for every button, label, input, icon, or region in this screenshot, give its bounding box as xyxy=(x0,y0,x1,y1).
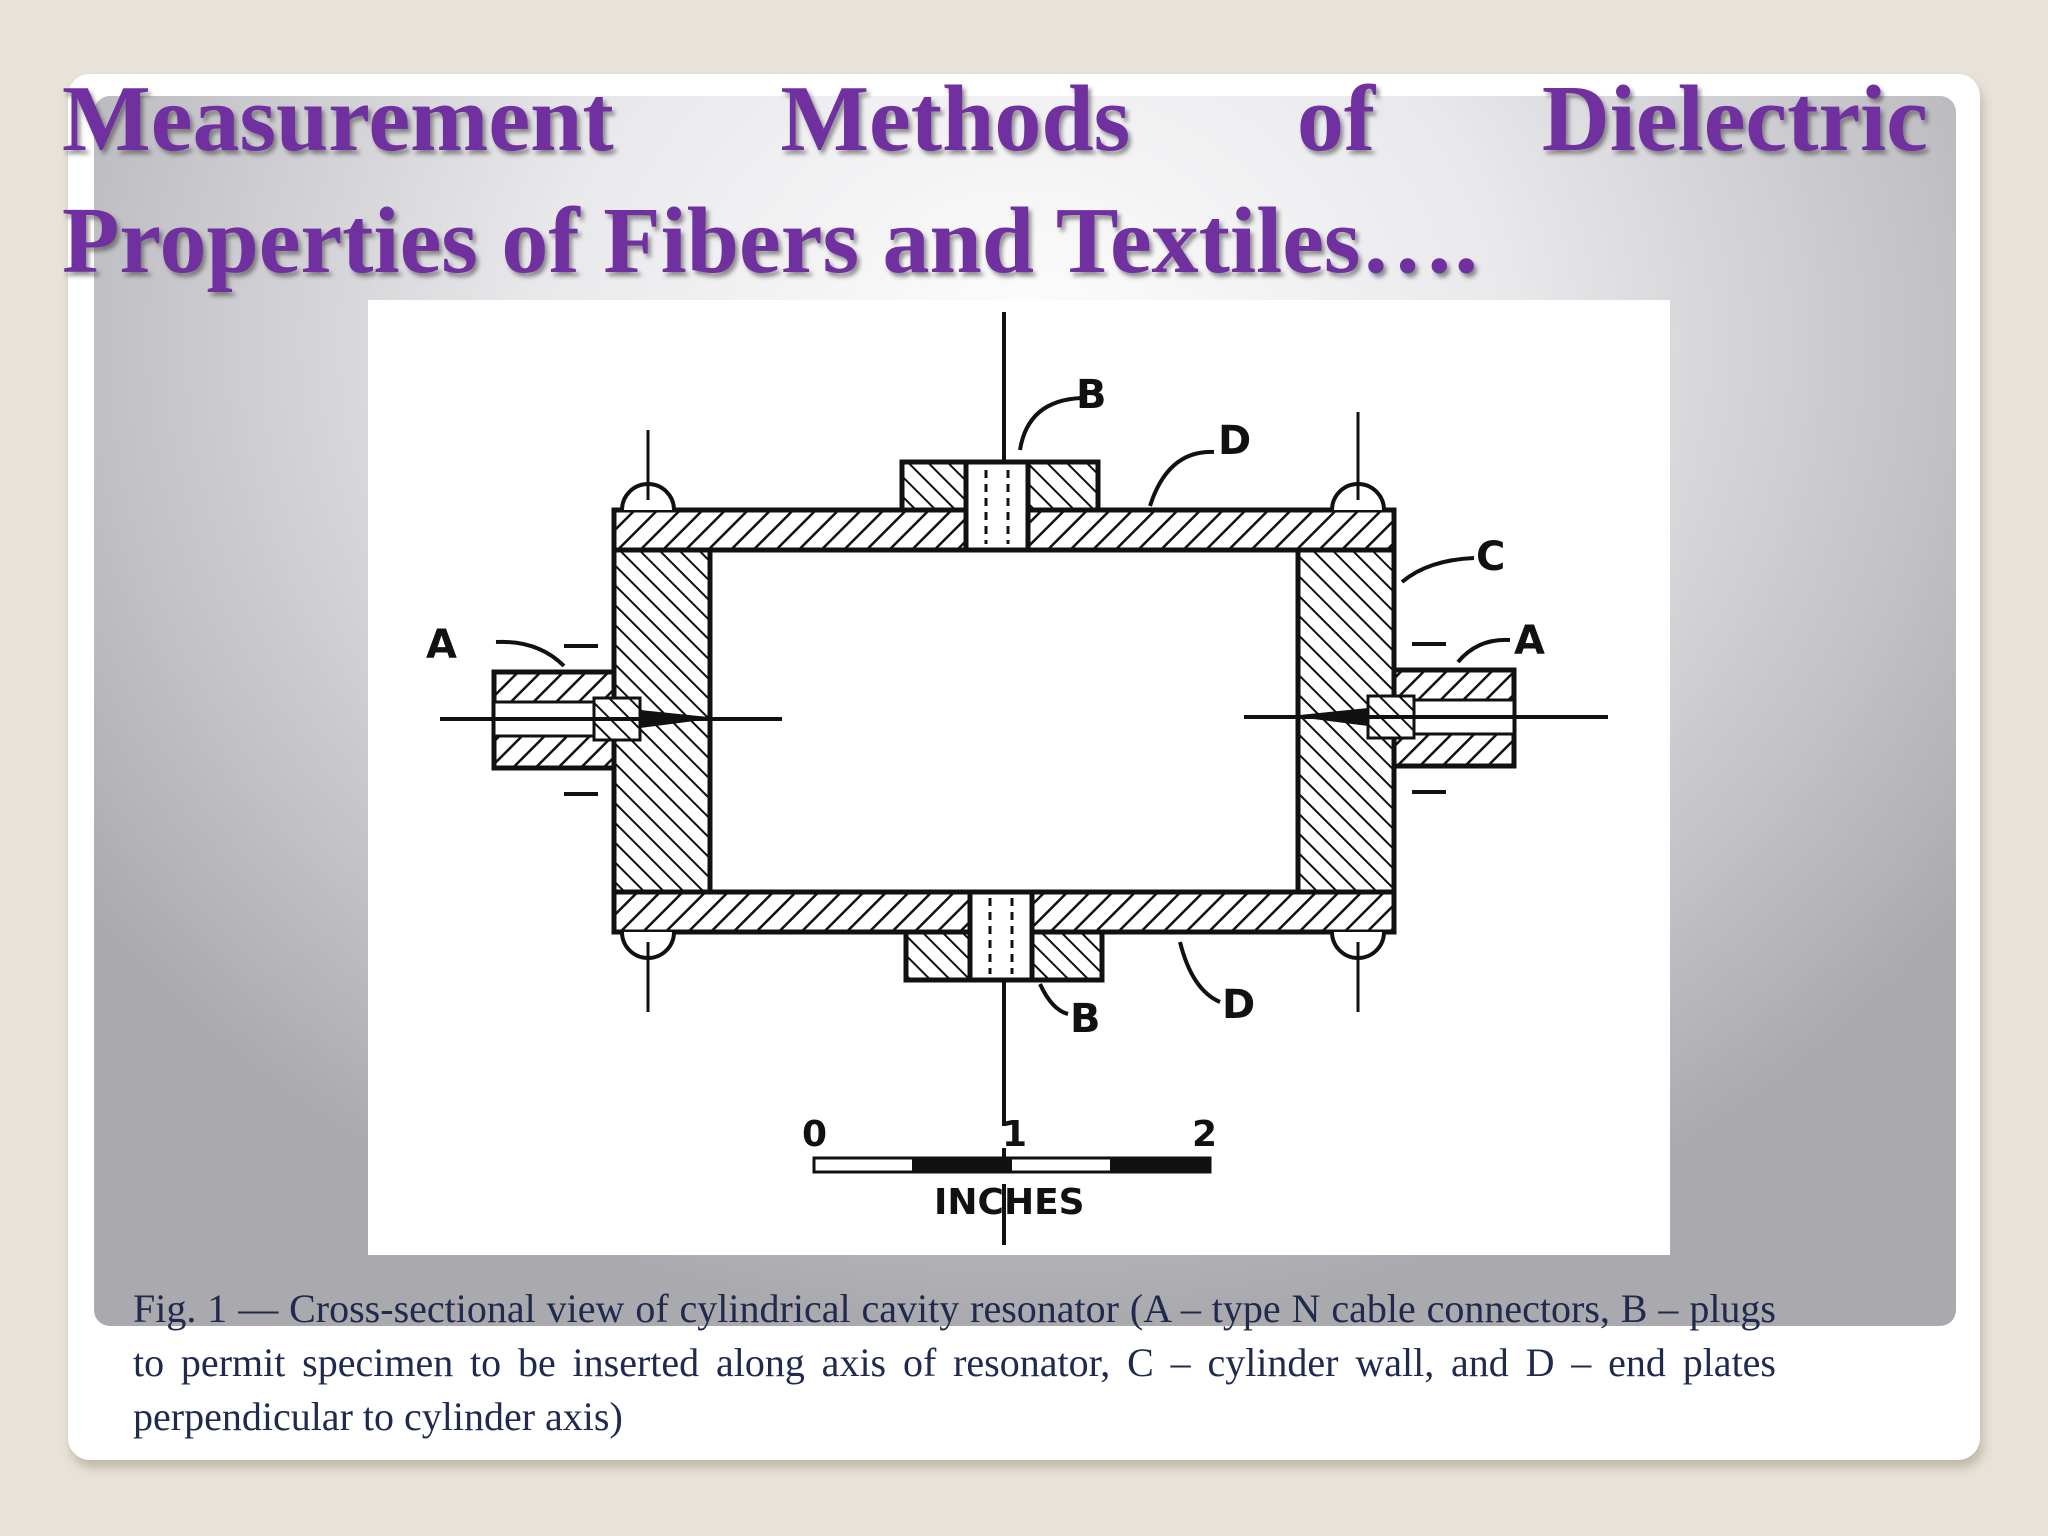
label-b-top: B xyxy=(1076,372,1107,418)
scale-unit-label: INCHES xyxy=(934,1182,1085,1223)
figure-caption: Fig. 1 — Cross-sectional view of cylindr… xyxy=(133,1286,1776,1439)
cavity-interior xyxy=(707,547,1301,895)
label-b-bottom: B xyxy=(1070,996,1101,1042)
resonator-figure: A A B B C D D 0 1 2 INCHES xyxy=(368,300,1670,1255)
label-a-right: A xyxy=(1514,618,1545,664)
scale-tick-0: 0 xyxy=(802,1114,827,1155)
label-d-top: D xyxy=(1218,418,1251,464)
top-plug-stem xyxy=(963,459,1031,553)
label-a-left: A xyxy=(426,622,457,668)
slide-title: Measurement Methods of Dielectric Proper… xyxy=(62,67,1928,293)
label-c: C xyxy=(1476,534,1505,580)
scale-bar: 0 1 2 INCHES xyxy=(802,1114,1217,1223)
bottom-plug-stem xyxy=(967,889,1035,983)
scale-tick-2: 2 xyxy=(1192,1114,1217,1155)
label-d-bottom: D xyxy=(1222,982,1255,1028)
resonator-cross-section-diagram: A A B B C D D 0 1 2 INCHES xyxy=(426,312,1608,1245)
scale-tick-1: 1 xyxy=(1002,1114,1027,1155)
